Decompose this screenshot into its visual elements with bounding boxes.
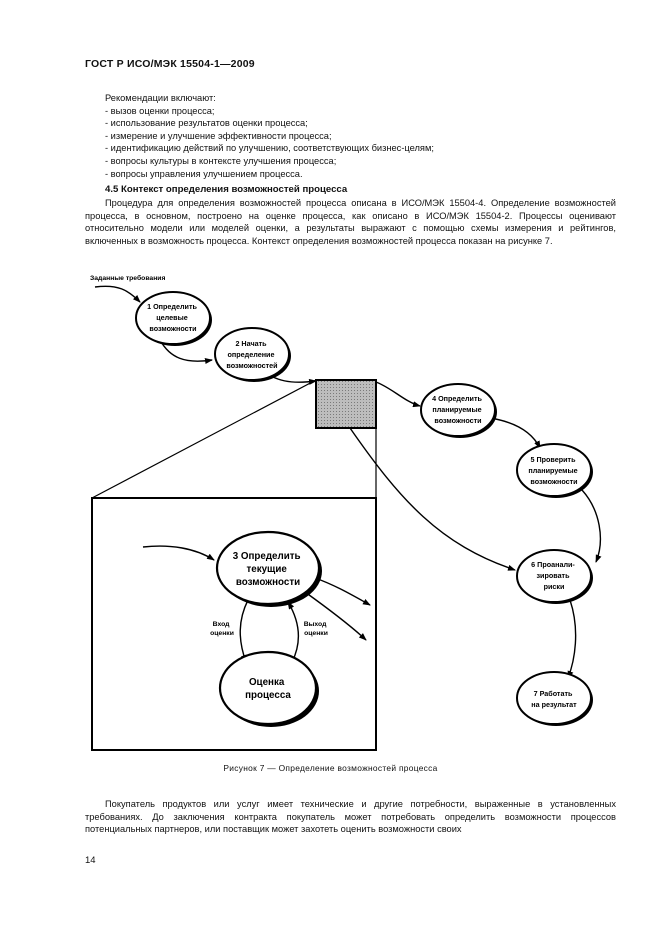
arrow-box-4	[375, 381, 421, 408]
node-2-label: 2 Начать определение возможностей	[226, 339, 277, 370]
node-assessment: Оценка процесса	[218, 650, 319, 727]
page-number: 14	[85, 855, 96, 866]
list-item: - измерение и улучшение эффективности пр…	[105, 130, 332, 141]
node-4: 4 Определить планируемые возможности	[420, 383, 497, 438]
paragraph-1: Процедура для определения возможностей п…	[85, 197, 616, 247]
input-requirements-label: Заданные требования	[90, 274, 165, 282]
node-6: 6 Проанали- зировать риски	[516, 549, 593, 604]
list-item: - вызов оценки процесса;	[105, 105, 215, 116]
node-4-label: 4 Определить планируемые возможности	[432, 394, 484, 425]
paragraph-2-text: Покупатель продуктов или услуг имеет тех…	[85, 799, 616, 835]
arrow-box-6	[349, 427, 516, 571]
arrow-6-7	[567, 599, 577, 679]
arrow-1-2	[159, 339, 213, 364]
node-1-label: 1 Определить целевые возможности	[147, 302, 199, 333]
node-3: 3 Определить текущие возможности	[215, 530, 322, 607]
node-7: 7 Работать на результат	[516, 671, 593, 726]
arrow-out-3-b	[304, 591, 367, 641]
node-5: 5 Проверить планируемые возможности	[516, 443, 593, 498]
node-assessment-label: Оценка процесса	[245, 677, 291, 701]
recommendations-list: Рекомендации включают: - вызов оценки пр…	[105, 92, 625, 180]
arrow-5-6	[581, 489, 602, 563]
page-header: ГОСТ Р ИСО/МЭК 15504-1—2009	[85, 58, 255, 70]
recommendations-intro: Рекомендации включают:	[105, 93, 216, 103]
node-1: 1 Определить целевые возможности	[135, 291, 212, 346]
node-7-label: 7 Работать на результат	[531, 689, 577, 709]
arrow-into-3	[142, 545, 215, 561]
node-5-label: 5 Проверить планируемые возможности	[528, 455, 579, 486]
node-3-label: 3 Определить текущие возможности	[233, 551, 304, 588]
flow-out-label: Выход оценки	[304, 621, 329, 637]
arrow-assess-to-3	[287, 601, 300, 663]
node-6-label: 6 Проанали- зировать риски	[531, 560, 577, 591]
figure-caption: Рисунок 7 — Определение возможностей про…	[223, 763, 438, 773]
section-heading: 4.5 Контекст определения возможностей пр…	[105, 184, 348, 195]
paragraph-2: Покупатель продуктов или услуг имеет тех…	[85, 798, 616, 836]
node-2: 2 Начать определение возможностей	[214, 327, 291, 382]
list-item: - идентификацию действий по улучшению, с…	[105, 143, 434, 154]
flow-in-label: Вход оценки	[210, 621, 234, 637]
list-item: - вопросы управления улучшением процесса…	[105, 168, 303, 179]
arrow-4-5	[489, 417, 541, 449]
paragraph-1-text: Процедура для определения возможностей п…	[85, 198, 616, 246]
input-arrow	[94, 285, 141, 303]
list-item: - вопросы культуры в контексте улучшения…	[105, 155, 337, 166]
list-item: - использование результатов оценки проце…	[105, 118, 308, 129]
detail-box-small	[315, 379, 377, 429]
zoom-line-left	[91, 379, 317, 499]
